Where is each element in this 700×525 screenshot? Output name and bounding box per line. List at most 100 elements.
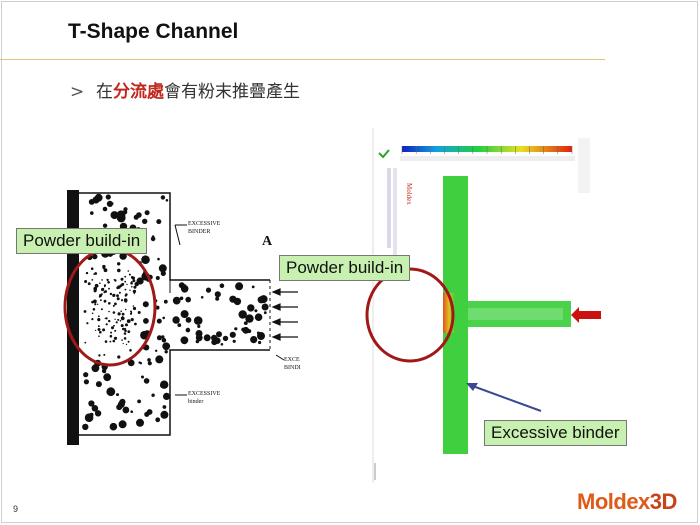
particle (120, 299, 124, 302)
particle (117, 355, 121, 359)
particle (250, 336, 258, 344)
particle (247, 304, 255, 312)
particle (126, 319, 131, 323)
particle (214, 291, 221, 298)
particle (82, 423, 89, 431)
particle (87, 282, 91, 286)
callout-powder-right: Powder build-in (279, 255, 411, 281)
particle (263, 311, 267, 315)
particle (127, 330, 131, 333)
particle (94, 272, 98, 275)
particle (102, 287, 105, 290)
particle (112, 311, 116, 314)
brand-logo: Moldex3D (577, 489, 677, 515)
particle (161, 335, 165, 339)
binder-arrow (469, 384, 542, 412)
particle (142, 218, 148, 224)
particle (121, 316, 124, 318)
bullet-text-pre: 在 (96, 82, 113, 102)
particle (125, 323, 128, 327)
particle (211, 339, 218, 346)
particle (164, 350, 168, 354)
particle (155, 417, 161, 423)
particle (143, 378, 150, 384)
particle (161, 337, 167, 343)
particle (251, 285, 255, 289)
slide-title: T-Shape Channel (68, 20, 239, 43)
particle (130, 311, 133, 313)
particle (95, 329, 97, 331)
particle (91, 364, 100, 373)
particle (116, 393, 119, 397)
particle (180, 310, 189, 319)
particle (104, 317, 107, 320)
particle (133, 214, 139, 220)
particle (102, 266, 106, 270)
particle (86, 322, 89, 325)
particle (130, 276, 134, 279)
particle (116, 210, 126, 219)
particle (155, 355, 164, 364)
particle (245, 314, 254, 323)
particle (102, 223, 108, 228)
particle (117, 268, 121, 273)
label-binder-bottom: binder (188, 399, 203, 405)
particle (141, 255, 150, 264)
particle (107, 281, 110, 284)
particle (120, 316, 125, 321)
particle (156, 219, 162, 225)
particle (258, 340, 262, 345)
particle (117, 262, 121, 266)
particle (97, 328, 101, 331)
particle (116, 297, 120, 301)
particle (177, 323, 182, 327)
particle (193, 316, 203, 325)
particle (92, 253, 98, 260)
particle (106, 278, 109, 282)
callout-excessive-binder: Excessive binder (484, 420, 627, 446)
particle (118, 291, 121, 294)
particle (241, 327, 246, 332)
particle (121, 282, 125, 286)
particle (257, 296, 265, 304)
particle (108, 310, 110, 313)
label-bindi-right: BINDI (284, 365, 301, 371)
particle (130, 410, 133, 413)
label-excessive-binder-bottom: EXCESSIVE (188, 391, 221, 397)
particle (162, 316, 165, 320)
bullet-marker: > (70, 82, 85, 102)
particle (125, 343, 128, 346)
particle (83, 310, 87, 313)
particle (172, 296, 181, 305)
particle (172, 316, 180, 324)
particle (130, 281, 133, 285)
particle (103, 373, 112, 382)
particle (151, 393, 155, 397)
particle (215, 296, 220, 301)
particle (105, 323, 108, 326)
particle (117, 318, 120, 321)
check-icon (378, 149, 390, 159)
label-exc-right: EXCE (284, 357, 300, 363)
particle (89, 412, 94, 417)
particle (109, 340, 112, 343)
particle (229, 331, 236, 338)
particle (180, 285, 189, 293)
particle (129, 289, 131, 291)
particle (163, 392, 171, 400)
particle (100, 308, 103, 311)
particle (156, 335, 162, 341)
particle (98, 354, 101, 357)
particle (83, 372, 89, 378)
particle (90, 267, 94, 270)
particle (244, 329, 248, 334)
particle (185, 317, 192, 323)
particle (114, 302, 117, 306)
particle (131, 285, 133, 288)
particle (110, 211, 119, 220)
particle (124, 275, 127, 278)
particle (132, 279, 136, 283)
logo-suffix: 3D (649, 489, 678, 514)
particle (113, 294, 116, 296)
